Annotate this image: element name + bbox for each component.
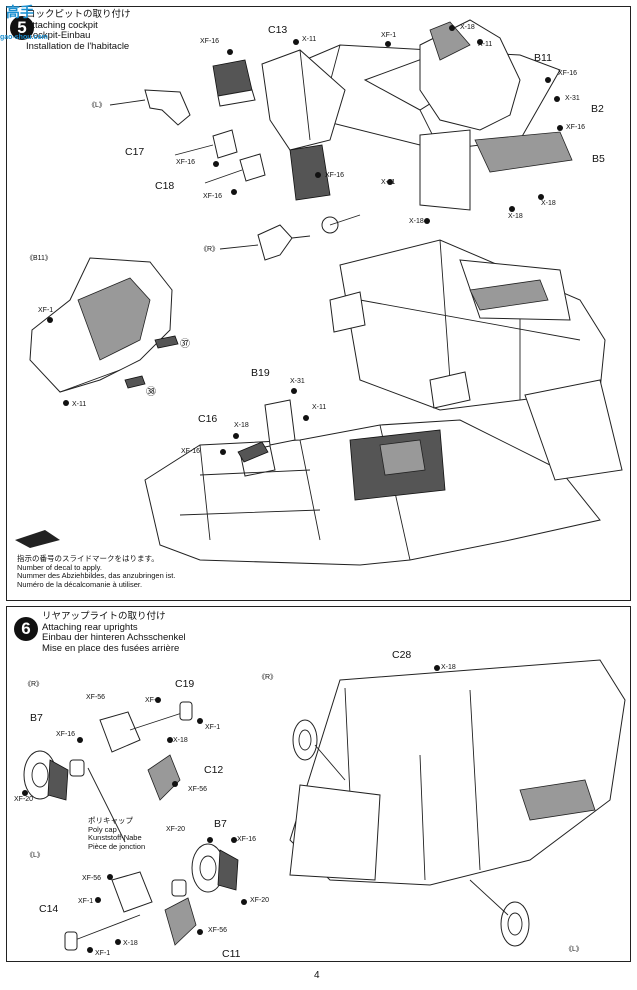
watermark-site: gao-shou.com [0,34,48,41]
label-c28: C28 [392,649,412,661]
label-b11-view: 《B11》 [26,255,52,262]
step5-title: コックピットの取り付け Attaching cockpit Cockpit-Ei… [26,9,131,52]
label-b7: B7 [30,712,43,724]
step6-title-fr: Mise en place des fusées arrière [42,642,180,654]
paint-x11: X-11 [381,179,396,186]
label-c18: C18 [155,180,175,192]
paint-xf16: XF-16 [325,172,345,179]
paint-x18: X-18 [409,218,424,225]
paint-x18: X-18 [460,24,475,31]
paint-xf1: XF-1 [205,724,221,731]
paint-xf16: XF-16 [566,124,586,131]
step5-number: 5 [10,16,34,40]
label-r-main: 《R》 [258,674,278,681]
label-b7: B7 [214,818,227,830]
paint-xf20: XF-20 [250,897,270,904]
paint-xf16: XF-16 [176,159,196,166]
label-b19: B19 [251,367,270,379]
step6-title-de: Einbau der hinteren Achsschenkel [42,632,186,643]
step6-title-jp: リヤアップライトの取り付け [42,611,166,622]
label-l-main: 《L》 [565,946,583,953]
paint-x31: X-31 [565,95,580,102]
label-c14: C14 [39,903,59,915]
paint-x18: X-18 [441,664,456,671]
paint-xf20: XF-20 [166,826,186,833]
paint-xf1: XF-1 [38,307,54,314]
label-l: 《L》 [26,852,44,859]
watermark-logo: 高手 [6,4,34,20]
paint-x18: X-18 [173,737,188,744]
step6-title-en: Attaching rear uprights [42,621,138,633]
polycap-fr: Pièce de jonction [88,841,146,851]
paint-x18: X-18 [234,422,249,429]
paint-xf1: XF-1 [78,898,94,905]
paint-xf56: XF-56 [208,927,228,934]
paint-xf56: XF-56 [82,875,102,882]
step6-title: リヤアップライトの取り付け Attaching rear uprights Ei… [42,611,186,654]
step6-number: 6 [14,617,38,641]
paint-xf20: XF-20 [14,796,34,803]
paint-xf1: XF-1 [381,32,397,39]
paint-xf16: XF-16 [181,448,201,455]
label-c13: C13 [268,24,288,36]
decal-note-en: Number of decal to apply. [17,562,102,572]
paint-xf1: XF-1 [145,697,161,704]
paint-x31: X-31 [290,378,305,385]
label-r: 《R》 [24,681,44,688]
decal-note-fr: Numéro de la décalcomanie à utiliser. [17,579,143,589]
paint-xf16: XF-16 [56,731,76,738]
paint-x11: X-11 [478,41,493,48]
label-b5: B5 [592,153,605,165]
paint-xf56: XF-56 [86,694,106,701]
decal-note: 指示の番号のスライドマークをはります。 Number of decal to a… [17,554,176,589]
paint-x11: X-11 [312,404,327,411]
label-c17: C17 [125,146,145,158]
page-number: 4 [314,970,320,981]
label-c19: C19 [175,678,195,690]
step5-title-jp: コックピットの取り付け [26,9,131,20]
polycap-jp: ポリキャップ [88,816,133,825]
decal-note-de: Nummer des Abziehbildes, das anzubringen… [17,571,176,580]
paint-x11: X-11 [72,401,87,408]
decal-38: ㊳ [146,387,156,398]
polycap-en: Poly cap [88,824,117,834]
label-b2: B2 [591,103,604,115]
label-c11: C11 [222,948,241,960]
step5-title-de: Cockpit-Einbau [26,30,91,41]
paint-x18: X-18 [123,940,138,947]
paint-xf16: XF-16 [558,70,578,77]
label-b11: B11 [534,52,552,64]
paint-xf1: XF-1 [95,950,111,957]
step5-title-fr: Installation de l'habitacle [26,40,130,52]
label-c12: C12 [204,764,224,776]
paint-xf16: XF-16 [203,193,223,200]
paint-x18: X-18 [508,213,523,220]
polycap-de: Kunststoff-Nabe [88,833,142,842]
paint-xf16: XF-16 [200,38,220,45]
decal-37: ㊲ [180,339,190,350]
step5-title-en: Attaching cockpit [26,19,98,31]
label-c16: C16 [198,413,218,425]
paint-xf56: XF-56 [188,786,208,793]
paint-xf16: XF-16 [237,836,257,843]
label-l: 《L》 [88,102,106,109]
paint-x18: X-18 [541,200,556,207]
polycap-note: ポリキャップ Poly cap Kunststoff-Nabe Pièce de… [88,816,146,851]
label-r: 《R》 [200,246,220,253]
decal-note-jp: 指示の番号のスライドマークをはります。 [17,554,159,563]
paint-x11: X-11 [302,36,317,43]
